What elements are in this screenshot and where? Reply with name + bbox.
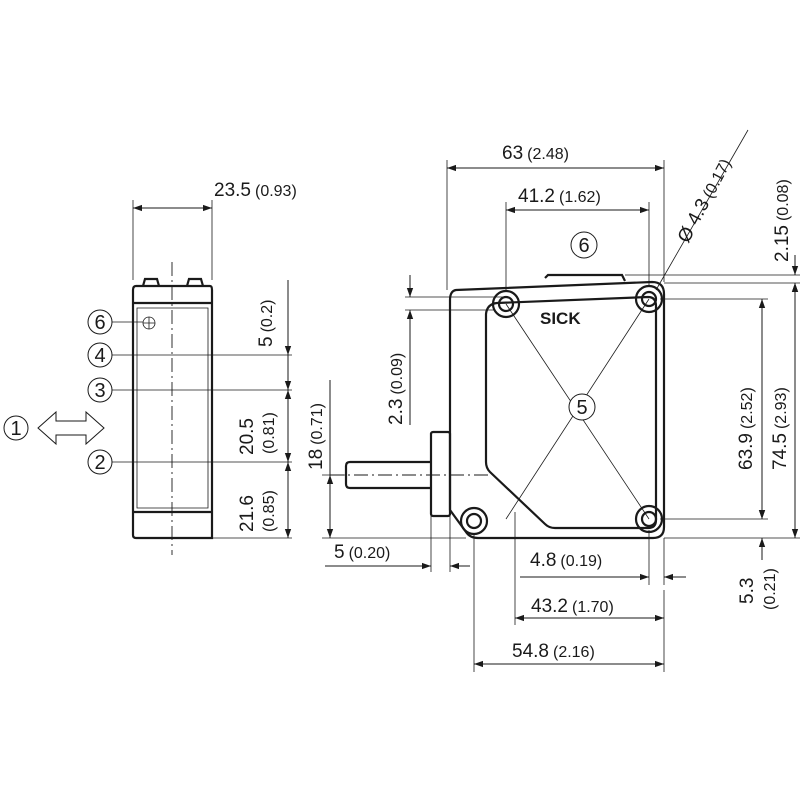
callout-6-front: 6	[570, 231, 598, 259]
dim-body-width: 54.8 (2.16)	[512, 641, 595, 662]
svg-text:1: 1	[10, 418, 21, 440]
svg-text:3: 3	[94, 380, 105, 402]
callout-4: 4	[87, 342, 212, 368]
dim-mid-height-inch: (0.81)	[261, 412, 278, 454]
dim-side-width: 23.5 (0.93)	[214, 180, 297, 201]
mounting-hole-bottom-left	[459, 506, 489, 536]
svg-text:2: 2	[94, 452, 105, 474]
dim-hole-offset: 2.3 (0.09)	[386, 353, 407, 425]
dim-top-gap: 2.15 (0.08)	[772, 179, 793, 262]
callout-2: 2	[87, 449, 212, 475]
dim-bottom-gap-inch: (0.21)	[762, 568, 779, 610]
callout-3: 3	[87, 377, 212, 403]
front-inner-panel	[484, 295, 658, 530]
dim-hole-diameter: Ø 4.3 (0.17)	[674, 155, 736, 246]
side-view: 23.5 (0.93) 5 (0.2) 20.5 (0.81) 21.6 (0.…	[3, 180, 297, 555]
side-lens-window	[136, 307, 209, 509]
callout-6-side: 6	[87, 309, 143, 335]
dim-cable-offset: 5 (0.20)	[334, 542, 390, 563]
dim-total-height: 74.5 (2.93)	[770, 387, 791, 470]
svg-text:5: 5	[576, 397, 587, 419]
double-arrow-icon	[37, 410, 105, 446]
led-indicator-cross	[143, 317, 155, 329]
dim-cable-height: 18 (0.71)	[306, 403, 327, 470]
dim-bottom-height-inch: (0.85)	[261, 490, 278, 532]
callout-5: 5	[568, 393, 596, 421]
svg-text:6: 6	[578, 235, 589, 257]
side-body-outline	[131, 284, 214, 540]
side-top-bumps	[141, 277, 205, 287]
dim-bottom-height-value: 21.6	[237, 495, 258, 532]
svg-text:4: 4	[94, 345, 105, 367]
dim-hole-edge: 4.8 (0.19)	[530, 550, 602, 571]
dim-total-width: 63 (2.48)	[502, 143, 569, 164]
dim-line-hole-diameter	[655, 129, 749, 291]
dim-hole-spacing: 41.2 (1.62)	[518, 186, 601, 207]
dim-bottom-gap-value: 5.3	[737, 578, 758, 604]
dim-top-offset: 5 (0.2)	[256, 300, 277, 347]
svg-text:6: 6	[94, 312, 105, 334]
dim-hole-to-edge: 43.2 (1.70)	[531, 596, 614, 617]
dim-mid-height-value: 20.5	[237, 418, 258, 455]
callout-1: 1	[3, 415, 29, 441]
dim-hole-vertical: 63.9 (2.52)	[736, 387, 757, 470]
connector-flange	[429, 430, 452, 518]
front-view: SICK 5 6 63 (2.48) 41.2 (1.62) Ø 4.3 (0.…	[306, 129, 800, 672]
brand-logo: SICK	[540, 309, 581, 328]
front-top-rail	[544, 273, 626, 282]
